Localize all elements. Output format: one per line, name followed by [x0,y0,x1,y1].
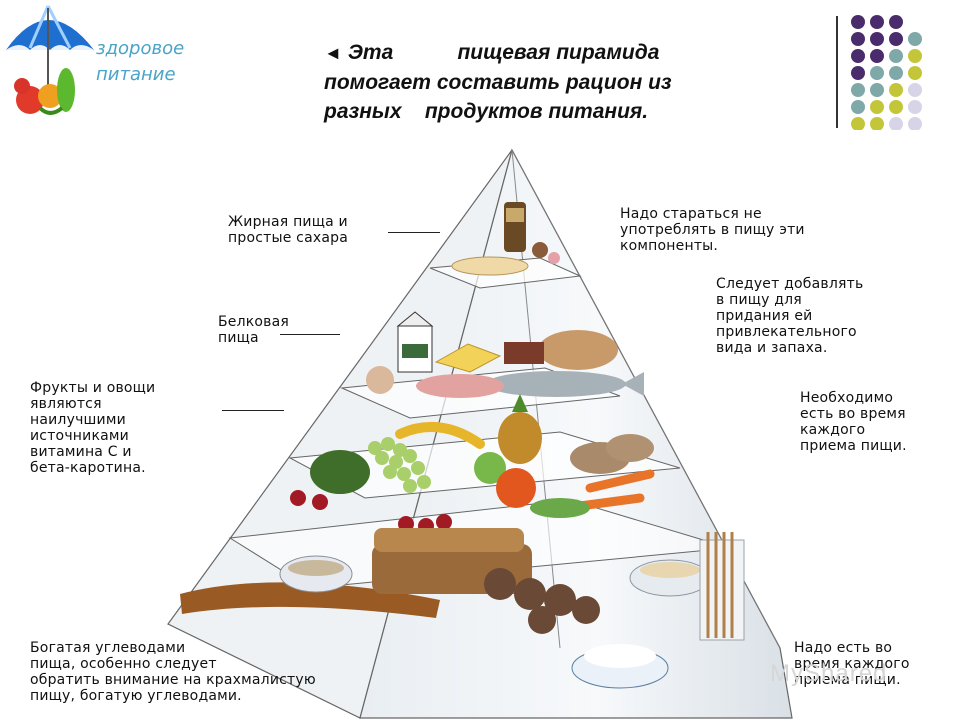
label-fruit-line: наилучшими [30,412,126,428]
decorative-dot [851,15,865,29]
note-carbs-line: Надо есть во [794,640,893,656]
decorative-dot [908,83,922,97]
label-fats-line: Жирная пища и [228,214,348,230]
decorative-dot [870,49,884,63]
note-fats-line: употреблять в пищу эти [620,222,805,238]
note-protein-line: придания ей [716,308,813,324]
decorative-dot [851,83,865,97]
note-protein: Следует добавлять в пищу для придания ей… [716,276,863,356]
note-carbs-line: приема пищи. [794,672,901,688]
note-fruit-line: приема пищи. [800,438,907,454]
decorative-dot [889,15,903,29]
label-carbs-line: пищу, богатую углеводами. [30,688,242,704]
decorative-dot [908,32,922,46]
decorative-dot [851,49,865,63]
leader-line [280,334,340,335]
decorative-dot [889,100,903,114]
slide-title: ◄Эта пищевая пирамида помогает составить… [324,38,824,126]
decorative-dot [908,117,922,130]
decorative-dot [889,32,903,46]
logo-caption-line2: питание [96,64,176,85]
note-protein-line: Следует добавлять [716,276,864,292]
note-fruit-line: Необходимо [800,390,894,406]
note-carbs-line: время каждого [794,656,910,672]
label-fruits-vegetables: Фрукты и овощи являются наилучшими источ… [30,380,155,476]
note-protein-line: привлекательного [716,324,857,340]
bullet-arrow-icon: ◄ [324,43,342,63]
decorative-dot [870,100,884,114]
note-fruits-vegetables: Необходимо есть во время каждого приема … [800,390,907,454]
decorative-dot [851,32,865,46]
note-fats-line: Надо стараться не [620,206,762,222]
decorative-dot [870,83,884,97]
label-carbs-line: Богатая углеводами [30,640,186,656]
note-fruit-line: каждого [800,422,866,438]
logo-caption: здоровое питание [96,36,184,88]
decorative-dot [908,66,922,80]
decorative-dot [889,83,903,97]
label-protein-line: Белковая [218,314,290,330]
decorative-dot [870,117,884,130]
decorative-dot [851,117,865,130]
label-fruit-line: Фрукты и овощи [30,380,156,396]
note-protein-line: в пищу для [716,292,802,308]
label-fruit-line: витамина С и [30,444,132,460]
decorative-dot [889,117,903,130]
logo-caption-line1: здоровое [96,38,185,59]
decorative-dot [870,15,884,29]
label-carbs-line: обратить внимание на крахмалистую [30,672,316,688]
decorative-dot [851,100,865,114]
label-protein: Белковая пища [218,314,289,346]
label-fats-sugars: Жирная пища и простые сахара [228,214,348,246]
note-fats-sugars: Надо стараться не употреблять в пищу эти… [620,206,805,254]
note-protein-line: вида и запаха. [716,340,828,356]
label-fruit-line: источниками [30,428,129,444]
decorative-dot [889,49,903,63]
label-carbs-line: пища, особенно следует [30,656,217,672]
note-fruit-line: есть во время [800,406,906,422]
label-fats-line: простые сахара [228,230,348,246]
title-line3: разных продуктов питания. [324,100,649,123]
leader-line [222,410,284,411]
food-pyramid-illustration [167,148,793,719]
decorative-dot [908,100,922,114]
decorative-dot [889,66,903,80]
label-fruit-line: являются [30,396,102,412]
label-protein-line: пища [218,330,259,346]
decorative-dot [870,32,884,46]
decorative-dot [851,66,865,80]
decorative-dot [870,66,884,80]
label-carbohydrates: Богатая углеводами пища, особенно следуе… [30,640,316,704]
healthy-eating-logo [0,0,100,125]
title-line1: Эта пищевая пирамида [347,41,660,64]
watermark: MyShared [770,660,888,687]
decorative-dot [908,49,922,63]
header-divider [836,16,838,128]
note-carbohydrates: Надо есть во время каждого приема пищи. [794,640,910,688]
decorative-dot-grid [851,15,922,130]
leader-line [388,232,440,233]
note-fats-line: компоненты. [620,238,719,254]
title-line2: помогает составить рацион из [324,71,672,94]
label-fruit-line: бета-каротина. [30,460,146,476]
